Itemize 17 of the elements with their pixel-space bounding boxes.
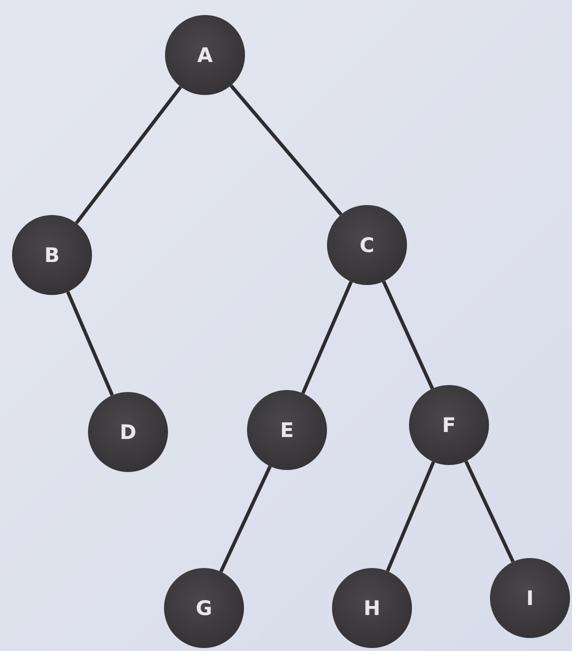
node-label: G	[196, 596, 212, 620]
node-label: F	[442, 413, 456, 437]
tree-edge	[464, 460, 515, 563]
tree-edge	[386, 461, 436, 572]
node-label: H	[364, 596, 380, 620]
tree-edge	[74, 86, 182, 224]
node-label: C	[360, 233, 374, 257]
node-label: I	[526, 586, 534, 610]
node-label: E	[280, 418, 294, 442]
tree-edge	[66, 291, 114, 396]
node-label: D	[120, 420, 136, 444]
tree-edge	[219, 466, 272, 572]
node-label: B	[44, 243, 60, 267]
node-label: A	[197, 43, 213, 67]
tree-edge	[382, 280, 434, 390]
tree-edge	[230, 84, 342, 216]
tree-edge	[301, 281, 353, 394]
